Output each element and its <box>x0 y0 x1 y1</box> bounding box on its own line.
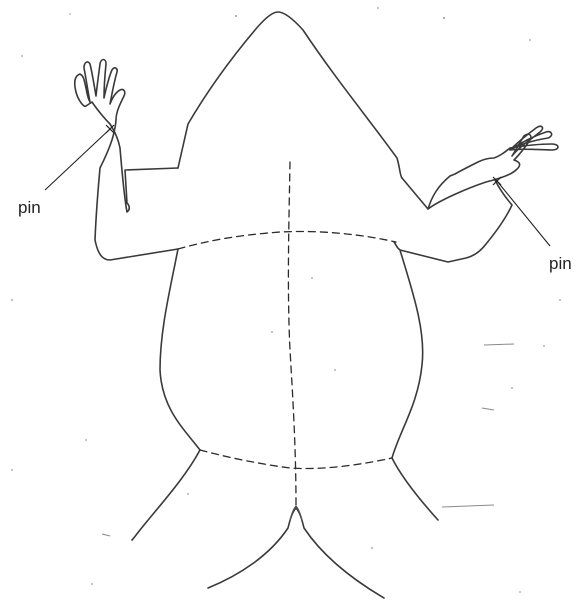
frog-left-leg-outline <box>132 450 200 540</box>
frog-right-leg-outline <box>392 458 438 520</box>
frog-left-inner-leg-outline <box>208 508 296 588</box>
frog-right-inner-leg-outline <box>296 508 384 598</box>
frog-body-right-outline <box>392 250 423 458</box>
left-pin-leader-line <box>45 129 110 190</box>
right-pin-leader-line <box>497 181 550 246</box>
frog-head-outline <box>178 12 402 178</box>
scan-specks <box>11 7 561 593</box>
frog-right-arm-outline <box>402 126 558 209</box>
right-pin-label: pin <box>549 254 572 273</box>
left-pin-label: pin <box>18 198 41 217</box>
frog-body-outline <box>160 249 200 450</box>
frog-left-arm-outline <box>75 60 178 261</box>
frog-right-forearm-outline <box>394 180 512 262</box>
upper-horizontal-cut <box>178 231 396 249</box>
vertical-midline-cut <box>288 162 296 505</box>
